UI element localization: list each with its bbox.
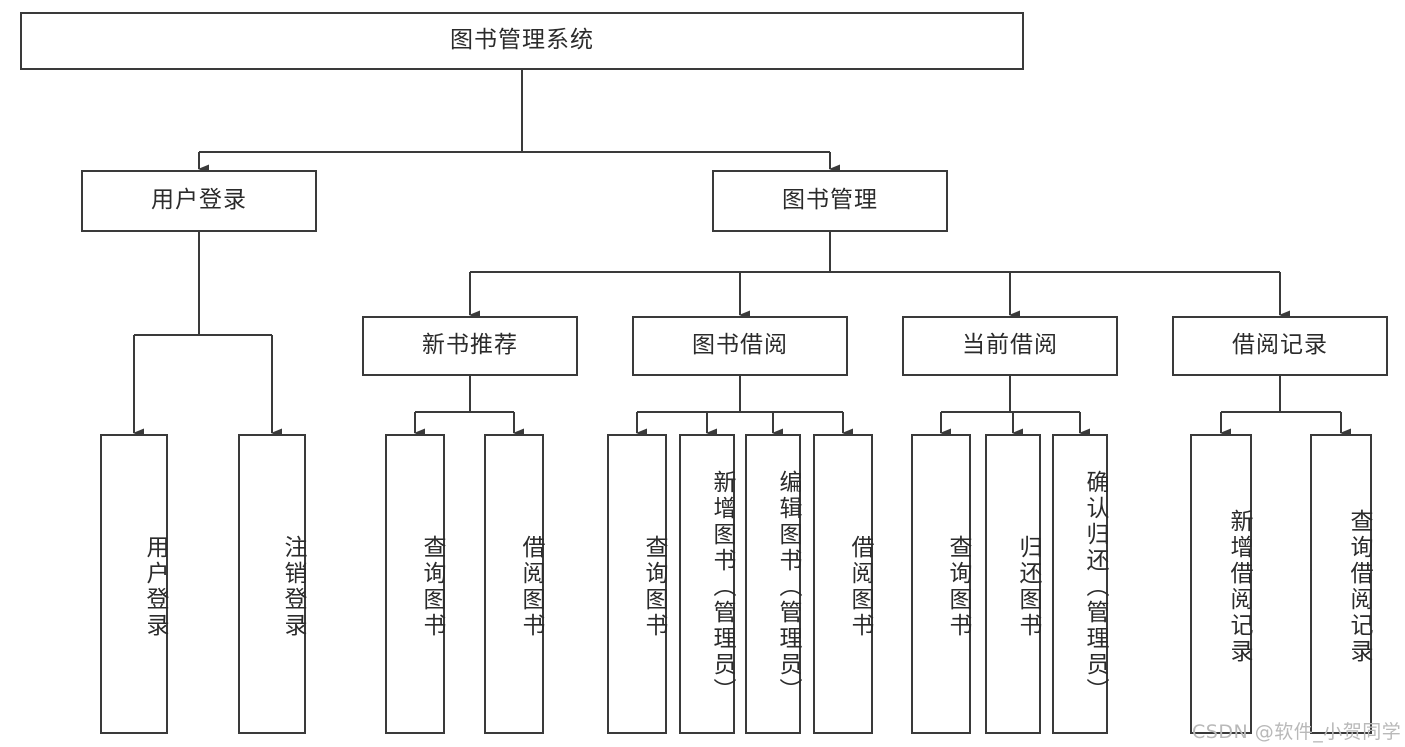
node-图书管理系统: 图书管理系统 [20, 12, 1024, 70]
node-新书推荐: 新书推荐 [362, 316, 578, 376]
node-用户登录: 用户登录 [81, 170, 317, 232]
node-当前借阅: 当前借阅 [902, 316, 1118, 376]
node-新增图书管理员: 新增图书（管理员） [679, 434, 735, 734]
node-编辑图书管理员: 编辑图书（管理员） [745, 434, 801, 734]
node-归还图书: 归还图书 [985, 434, 1041, 734]
node-查询图书: 查询图书 [911, 434, 971, 734]
node-注销登录: 注销登录 [238, 434, 306, 734]
node-查询借阅记录: 查询借阅记录 [1310, 434, 1372, 734]
node-借阅图书: 借阅图书 [484, 434, 544, 734]
node-借阅记录: 借阅记录 [1172, 316, 1388, 376]
node-查询图书: 查询图书 [385, 434, 445, 734]
csdn-watermark: CSDN @软件_小贺同学 [1192, 721, 1402, 743]
node-用户登录: 用户登录 [100, 434, 168, 734]
node-图书借阅: 图书借阅 [632, 316, 848, 376]
node-确认归还管理员: 确认归还（管理员） [1052, 434, 1108, 734]
node-查询图书: 查询图书 [607, 434, 667, 734]
node-图书管理: 图书管理 [712, 170, 948, 232]
node-新增借阅记录: 新增借阅记录 [1190, 434, 1252, 734]
node-借阅图书: 借阅图书 [813, 434, 873, 734]
